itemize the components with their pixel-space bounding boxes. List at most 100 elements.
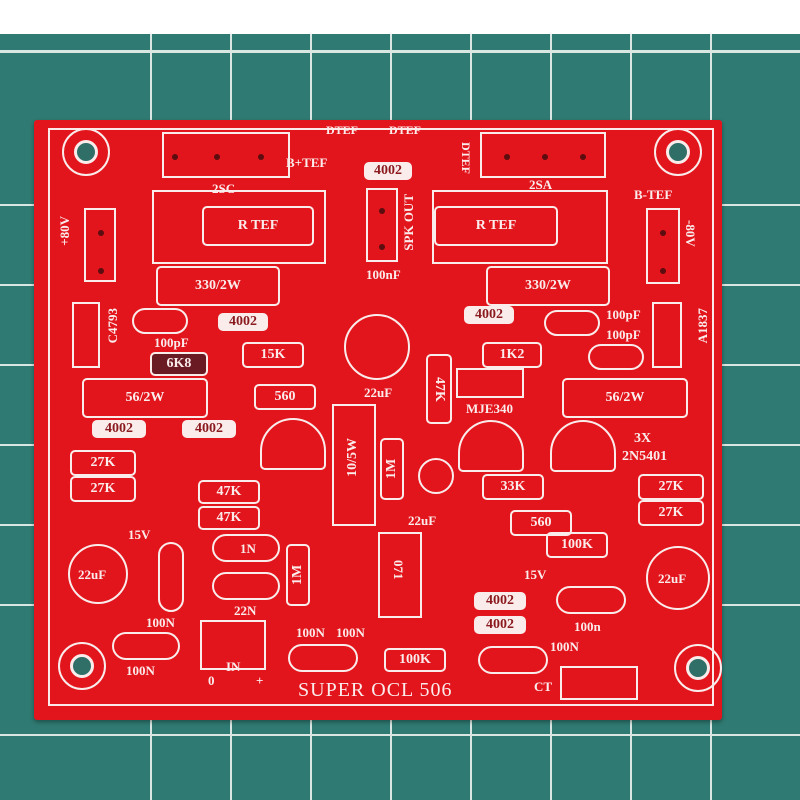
cap-100pf-right-2-footprint [588,344,644,370]
resistor-1k2: 1K2 [482,342,542,368]
resistor-100k-right: 100K [546,532,608,558]
resistor-27k-4: 27K [638,500,704,526]
resistor-4002-low-b: 4002 [474,616,526,634]
label-dtef-1: DTEF [326,123,359,137]
label-100n-left-vertical: 100N [146,615,175,630]
ct-connector [560,666,638,700]
label-2n5401: 2N5401 [622,449,668,464]
label-b-plus-tef: B+TEF [286,155,328,170]
label-b-minus-tef: B-TEF [634,187,673,202]
cap-100pf-left-footprint [132,308,188,334]
transistor-a1837-footprint [652,302,682,368]
label-100n-left-horizontal: 100N [126,663,155,678]
cap-22uf-center [344,314,410,380]
resistor-4002-mid-a: 4002 [92,420,146,438]
label-in-zero: 0 [208,673,215,688]
resistor-47k-b: 47K [198,506,260,530]
label-22uf-small: 22uF [408,513,437,528]
resistor-1m-bottom: 1M [286,544,310,606]
mounting-hole-top-right [654,128,702,176]
label-dtef-3: DTEF [459,142,473,175]
label-1n: 1N [240,541,256,556]
resistor-560-left: 560 [254,384,316,410]
resistor-47k-a: 47K [198,480,260,504]
resistor-560-right: 560 [510,510,572,536]
cap-22n-footprint [212,572,280,600]
resistor-330-2w-left: 330/2W [156,266,280,306]
resistor-1m-top: 1M [380,438,404,500]
ic-071-footprint [378,532,422,618]
mounting-hole-bottom-right [674,644,722,692]
transistor-2sc-footprint [162,132,290,178]
cap-22uf-right [646,546,710,610]
resistor-27k-3: 27K [638,474,704,500]
transistor-mje340-footprint [456,368,524,398]
label-100n-lower: 100n [574,619,601,634]
label-100pf-right-2: 100pF [606,327,641,342]
label-100n-right: 100N [550,639,579,654]
transistor-2n5401-2-footprint [458,420,524,472]
label-22uf-left: 22uF [78,567,107,582]
label-100n-mid-1: 100N [296,625,325,640]
resistor-4002-top: 4002 [364,162,412,180]
cap-22uf-small [418,458,454,494]
resistor-r-tef-left: R TEF [202,206,314,246]
label-22n: 22N [234,603,257,618]
label-100pf-left: 100pF [154,335,189,350]
label-22uf-center: 22uF [364,385,393,400]
label-3x: 3X [634,431,652,446]
resistor-27k-2: 27K [70,476,136,502]
label-ic-071: 071 [391,560,406,580]
cap-100n-left-vertical [158,542,184,612]
label-ct: CT [534,679,553,694]
resistor-4002-low-a: 4002 [474,592,526,610]
resistor-33k: 33K [482,474,544,500]
label-100n-mid-2: 100N [336,625,365,640]
cap-100n-right-footprint [478,646,548,674]
label-15v-left: 15V [128,527,151,542]
label-mje340: MJE340 [466,401,513,416]
power-minus-80v-connector [646,208,680,284]
r-tef-right-outline [432,190,608,264]
resistor-47k-vertical: 47K [426,354,452,424]
cap-100n-left-horizontal [112,632,180,660]
cap-1n-footprint [212,534,280,562]
board-title: SUPER OCL 506 [298,679,453,701]
label-spk-out: SPK OUT [401,194,416,251]
resistor-r-tef-right: R TEF [434,206,558,246]
label-15v-right: 15V [524,567,547,582]
label-plus-80v: +80V [57,216,72,246]
label-2sa: 2SA [529,177,553,192]
label-10-5w: 10/5W [345,438,360,477]
label-minus-80v: -80V [683,220,698,247]
cap-100n-mid-footprint [288,644,358,672]
input-connector [200,620,266,670]
transistor-c4793-footprint [72,302,100,368]
resistor-6k8: 6K8 [150,352,208,376]
label-a1837: A1837 [695,308,710,344]
resistor-15k: 15K [242,342,304,368]
label-in-plus: + [256,673,264,688]
label-100nf: 100nF [366,267,401,282]
resistor-10-5w-outline [332,404,376,526]
cap-100n-lower-footprint [556,586,626,614]
resistor-56-2w-right: 56/2W [562,378,688,418]
cap-22uf-left [68,544,128,604]
resistor-56-2w-left: 56/2W [82,378,208,418]
resistor-4002-right: 4002 [464,306,514,324]
power-plus-80v-connector [84,208,116,282]
cap-100pf-right-1-footprint [544,310,600,336]
board-outline [48,128,714,706]
r-tef-left-outline [152,190,326,264]
transistor-2n5401-3-footprint [550,420,616,472]
resistor-100k-bottom: 100K [384,648,446,672]
transistor-2n5401-1-footprint [260,418,326,470]
transistor-2sa-footprint [480,132,606,178]
resistor-27k-1: 27K [70,450,136,476]
resistor-4002-left: 4002 [218,313,268,331]
mounting-hole-bottom-left [58,642,106,690]
label-22uf-right: 22uF [658,571,687,586]
label-100pf-right-1: 100pF [606,307,641,322]
label-c4793: C4793 [105,308,120,344]
label-in: IN [226,659,241,674]
